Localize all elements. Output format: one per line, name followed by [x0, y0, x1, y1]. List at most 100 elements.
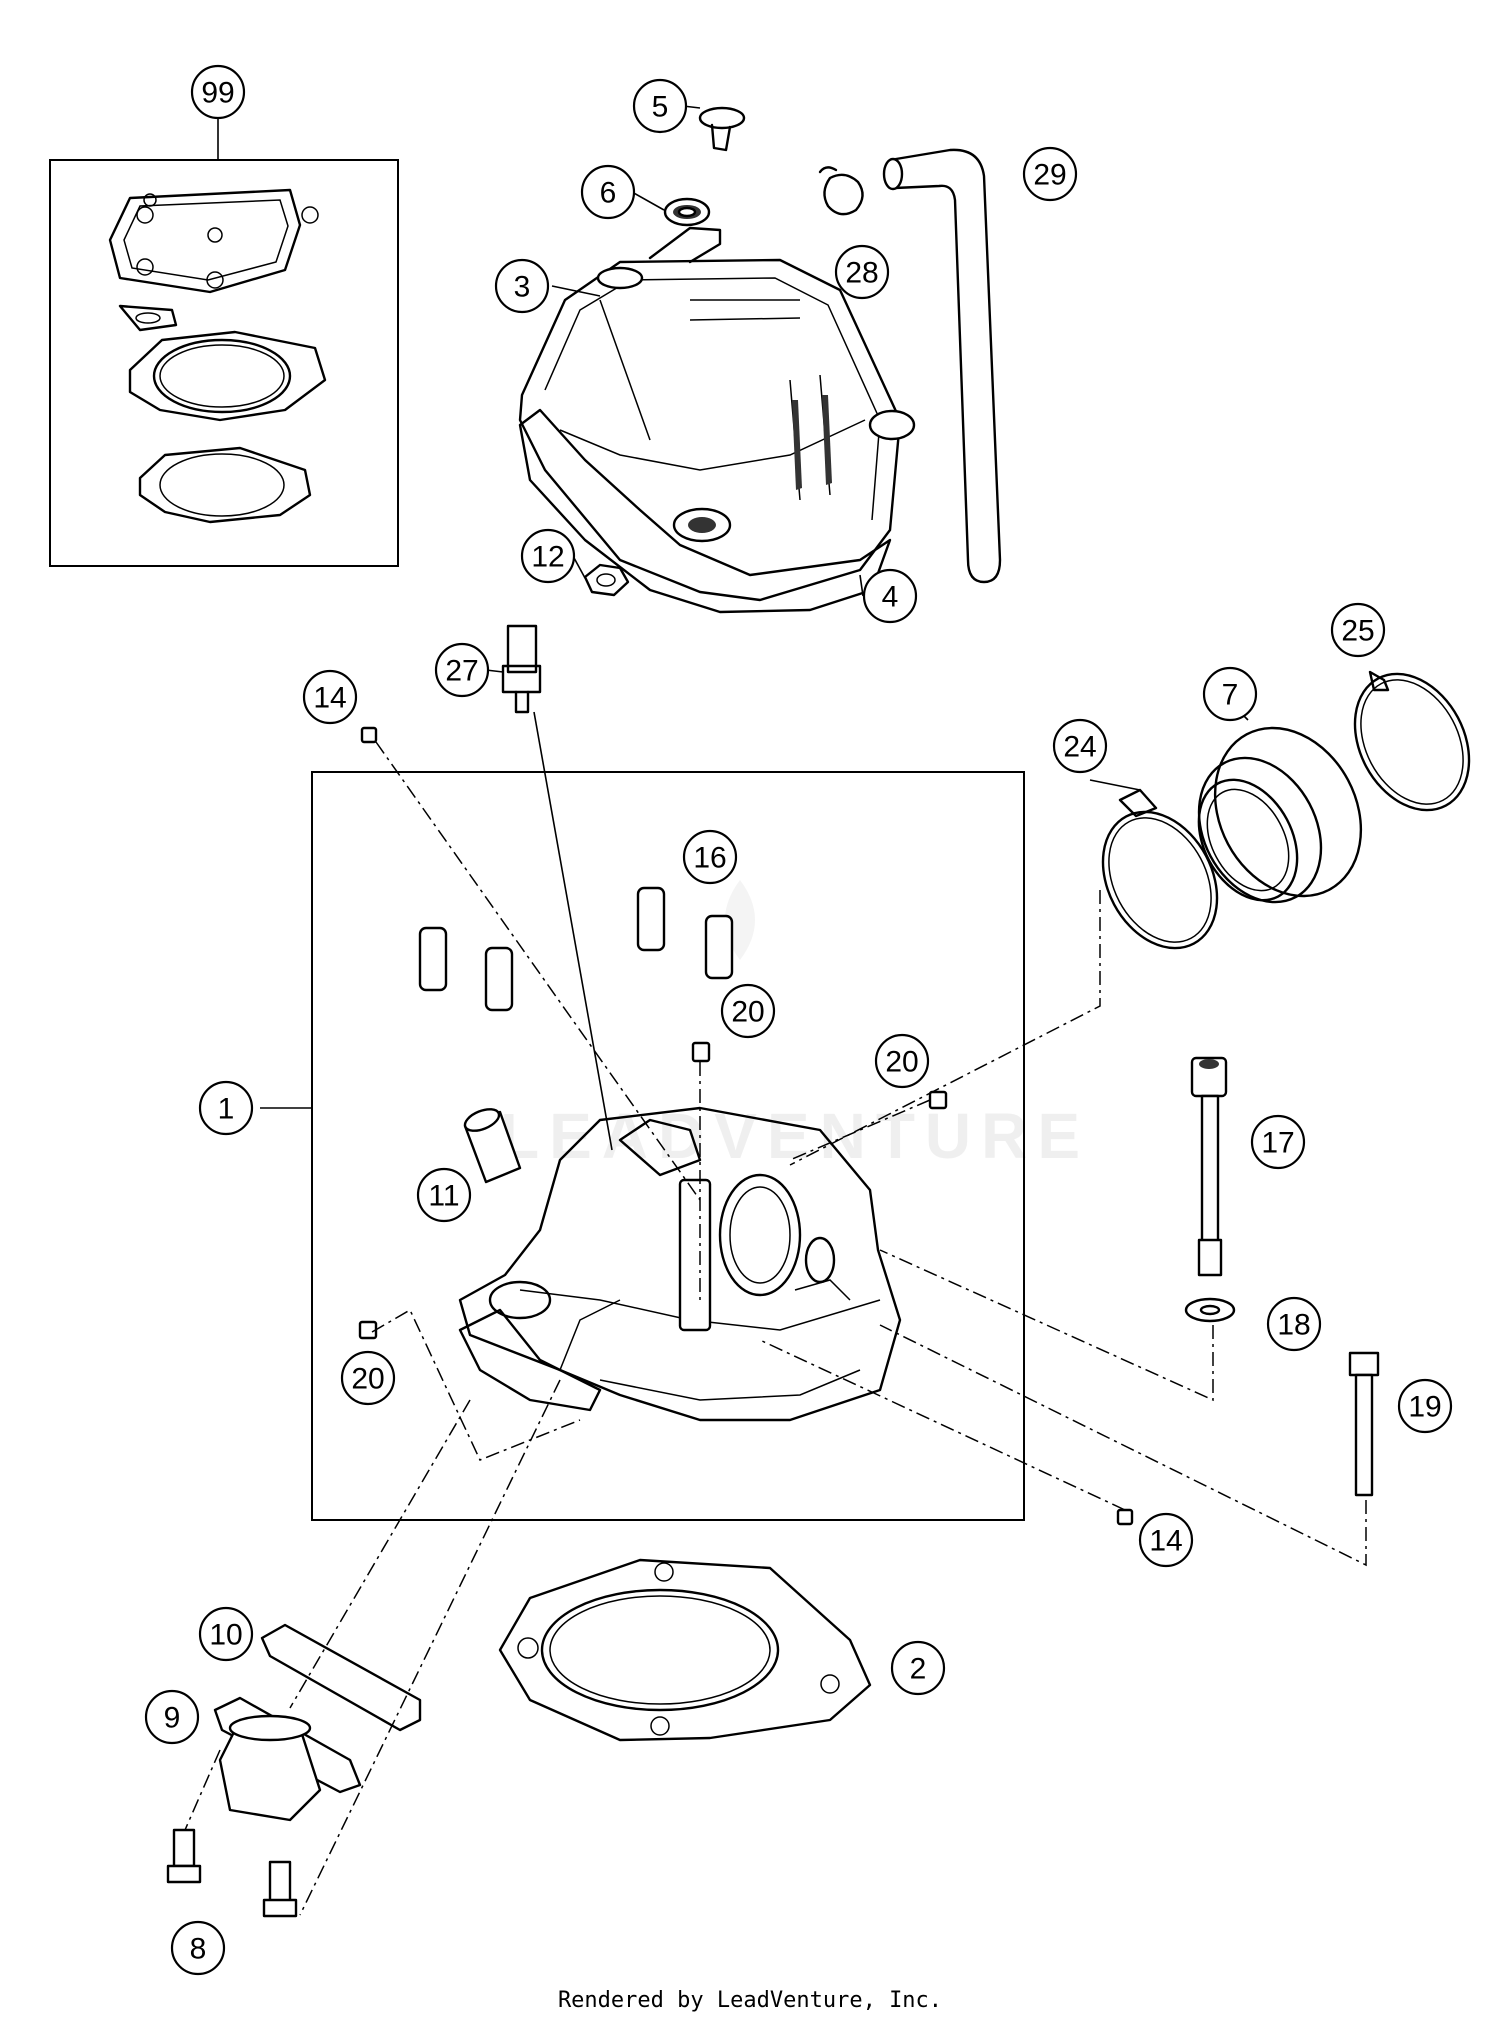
- callout-label: 14: [313, 682, 346, 715]
- callout-label: 17: [1261, 1127, 1294, 1160]
- intake-flange-7: [1197, 726, 1363, 904]
- callout-circle: [1266, 1296, 1322, 1352]
- gasket-kit-frame: [49, 159, 399, 567]
- spark-plug-tube-11: [463, 1108, 522, 1184]
- callout-label: 1: [218, 1093, 235, 1126]
- callout-circle: [1330, 602, 1386, 658]
- screw-5: [698, 106, 746, 152]
- callout-7[interactable]: 7: [1202, 666, 1258, 722]
- callout-label: 14: [1149, 1525, 1182, 1558]
- callout-circle: [1022, 146, 1078, 202]
- callout-label: 29: [1033, 159, 1066, 192]
- bolt-17: [1190, 1056, 1228, 1277]
- callout-label: 7: [1222, 679, 1239, 712]
- callout-28[interactable]: 28: [834, 244, 890, 300]
- cylinder-head-1: [458, 1106, 902, 1422]
- callout-circle: [302, 669, 358, 725]
- callout-label: 5: [652, 91, 669, 124]
- callout-label: 8: [190, 1933, 207, 1966]
- callout-5[interactable]: 5: [632, 78, 688, 134]
- callout-circle: [190, 64, 246, 120]
- callout-circle: [1052, 718, 1108, 774]
- callout-label: 2: [910, 1653, 927, 1686]
- callout-label: 99: [201, 77, 234, 110]
- plugs-20: [358, 1041, 948, 1340]
- callout-12[interactable]: 12: [520, 528, 576, 584]
- callout-19[interactable]: 19: [1397, 1378, 1453, 1434]
- callout-circle: [874, 1033, 930, 1089]
- callout-29[interactable]: 29: [1022, 146, 1078, 202]
- gasket-set: [108, 188, 327, 524]
- callout-circle: [632, 78, 688, 134]
- callout-1[interactable]: 1: [198, 1080, 254, 1136]
- callout-circle: [862, 568, 918, 624]
- callout-circle: [416, 1167, 472, 1223]
- callout-circle: [720, 983, 776, 1039]
- callout-27[interactable]: 27: [434, 642, 490, 698]
- valve-guides-16: [418, 886, 734, 1012]
- callout-label: 27: [445, 655, 478, 688]
- callout-2[interactable]: 2: [890, 1640, 946, 1696]
- bolts-8: [166, 1828, 298, 1918]
- callout-24[interactable]: 24: [1052, 718, 1108, 774]
- temperature-sensor-27: [501, 624, 613, 1151]
- callout-17[interactable]: 17: [1250, 1114, 1306, 1170]
- callout-label: 25: [1341, 615, 1374, 648]
- callout-6[interactable]: 6: [580, 164, 636, 220]
- head-gasket-2: [498, 1558, 872, 1742]
- callout-label: 20: [351, 1363, 384, 1396]
- callout-circle: [890, 1640, 946, 1696]
- callout-label: 6: [600, 177, 617, 210]
- callout-label: 3: [514, 271, 531, 304]
- callout-16[interactable]: 16: [682, 829, 738, 885]
- callout-circle: [580, 164, 636, 220]
- callout-circle: [1138, 1512, 1194, 1568]
- callout-circle: [170, 1920, 226, 1976]
- valve-cover-3: [518, 226, 916, 602]
- hose-clamp-28: [818, 166, 864, 216]
- callout-circle: [494, 258, 550, 314]
- callout-label: 10: [209, 1619, 242, 1652]
- callout-circle: [520, 528, 576, 584]
- callout-label: 9: [164, 1702, 181, 1735]
- callout-label: 12: [531, 541, 564, 574]
- callout-14a[interactable]: 14: [302, 669, 358, 725]
- plugs-14: [360, 726, 1134, 1526]
- callout-circle: [198, 1080, 254, 1136]
- callout-circle: [834, 244, 890, 300]
- callout-circle: [1250, 1114, 1306, 1170]
- callout-25[interactable]: 25: [1330, 602, 1386, 658]
- cylinder-head-frame: [311, 771, 1025, 1521]
- bolt-19: [1348, 1351, 1380, 1497]
- callout-4[interactable]: 4: [862, 568, 918, 624]
- callout-label: 20: [885, 1046, 918, 1079]
- callout-circle: [1202, 666, 1258, 722]
- callout-20a[interactable]: 20: [720, 983, 776, 1039]
- callout-3[interactable]: 3: [494, 258, 550, 314]
- hose-clamp-25: [1353, 670, 1471, 812]
- callout-label: 18: [1277, 1309, 1310, 1342]
- nut-12: [583, 563, 630, 597]
- valve-cover-gasket-4: [518, 408, 892, 614]
- callout-11[interactable]: 11: [416, 1167, 472, 1223]
- callout-circle: [340, 1350, 396, 1406]
- callout-label: 20: [731, 996, 764, 1029]
- callout-circle: [434, 642, 490, 698]
- callout-label: 24: [1063, 731, 1096, 764]
- callout-18[interactable]: 18: [1266, 1296, 1322, 1352]
- breather-hose-29: [882, 148, 1002, 584]
- intake-pipe-9: [213, 1696, 362, 1822]
- washer-18: [1184, 1297, 1236, 1323]
- callout-10[interactable]: 10: [198, 1606, 254, 1662]
- callout-14b[interactable]: 14: [1138, 1512, 1194, 1568]
- callout-9[interactable]: 9: [144, 1689, 200, 1745]
- callout-20b[interactable]: 20: [874, 1033, 930, 1089]
- callout-20c[interactable]: 20: [340, 1350, 396, 1406]
- gasket-10: [260, 1623, 422, 1732]
- callout-circle: [682, 829, 738, 885]
- callout-99[interactable]: 99: [190, 64, 246, 120]
- seal-ring-6: [663, 197, 711, 227]
- callout-8[interactable]: 8: [170, 1920, 226, 1976]
- hose-clamp-24: [1101, 788, 1219, 950]
